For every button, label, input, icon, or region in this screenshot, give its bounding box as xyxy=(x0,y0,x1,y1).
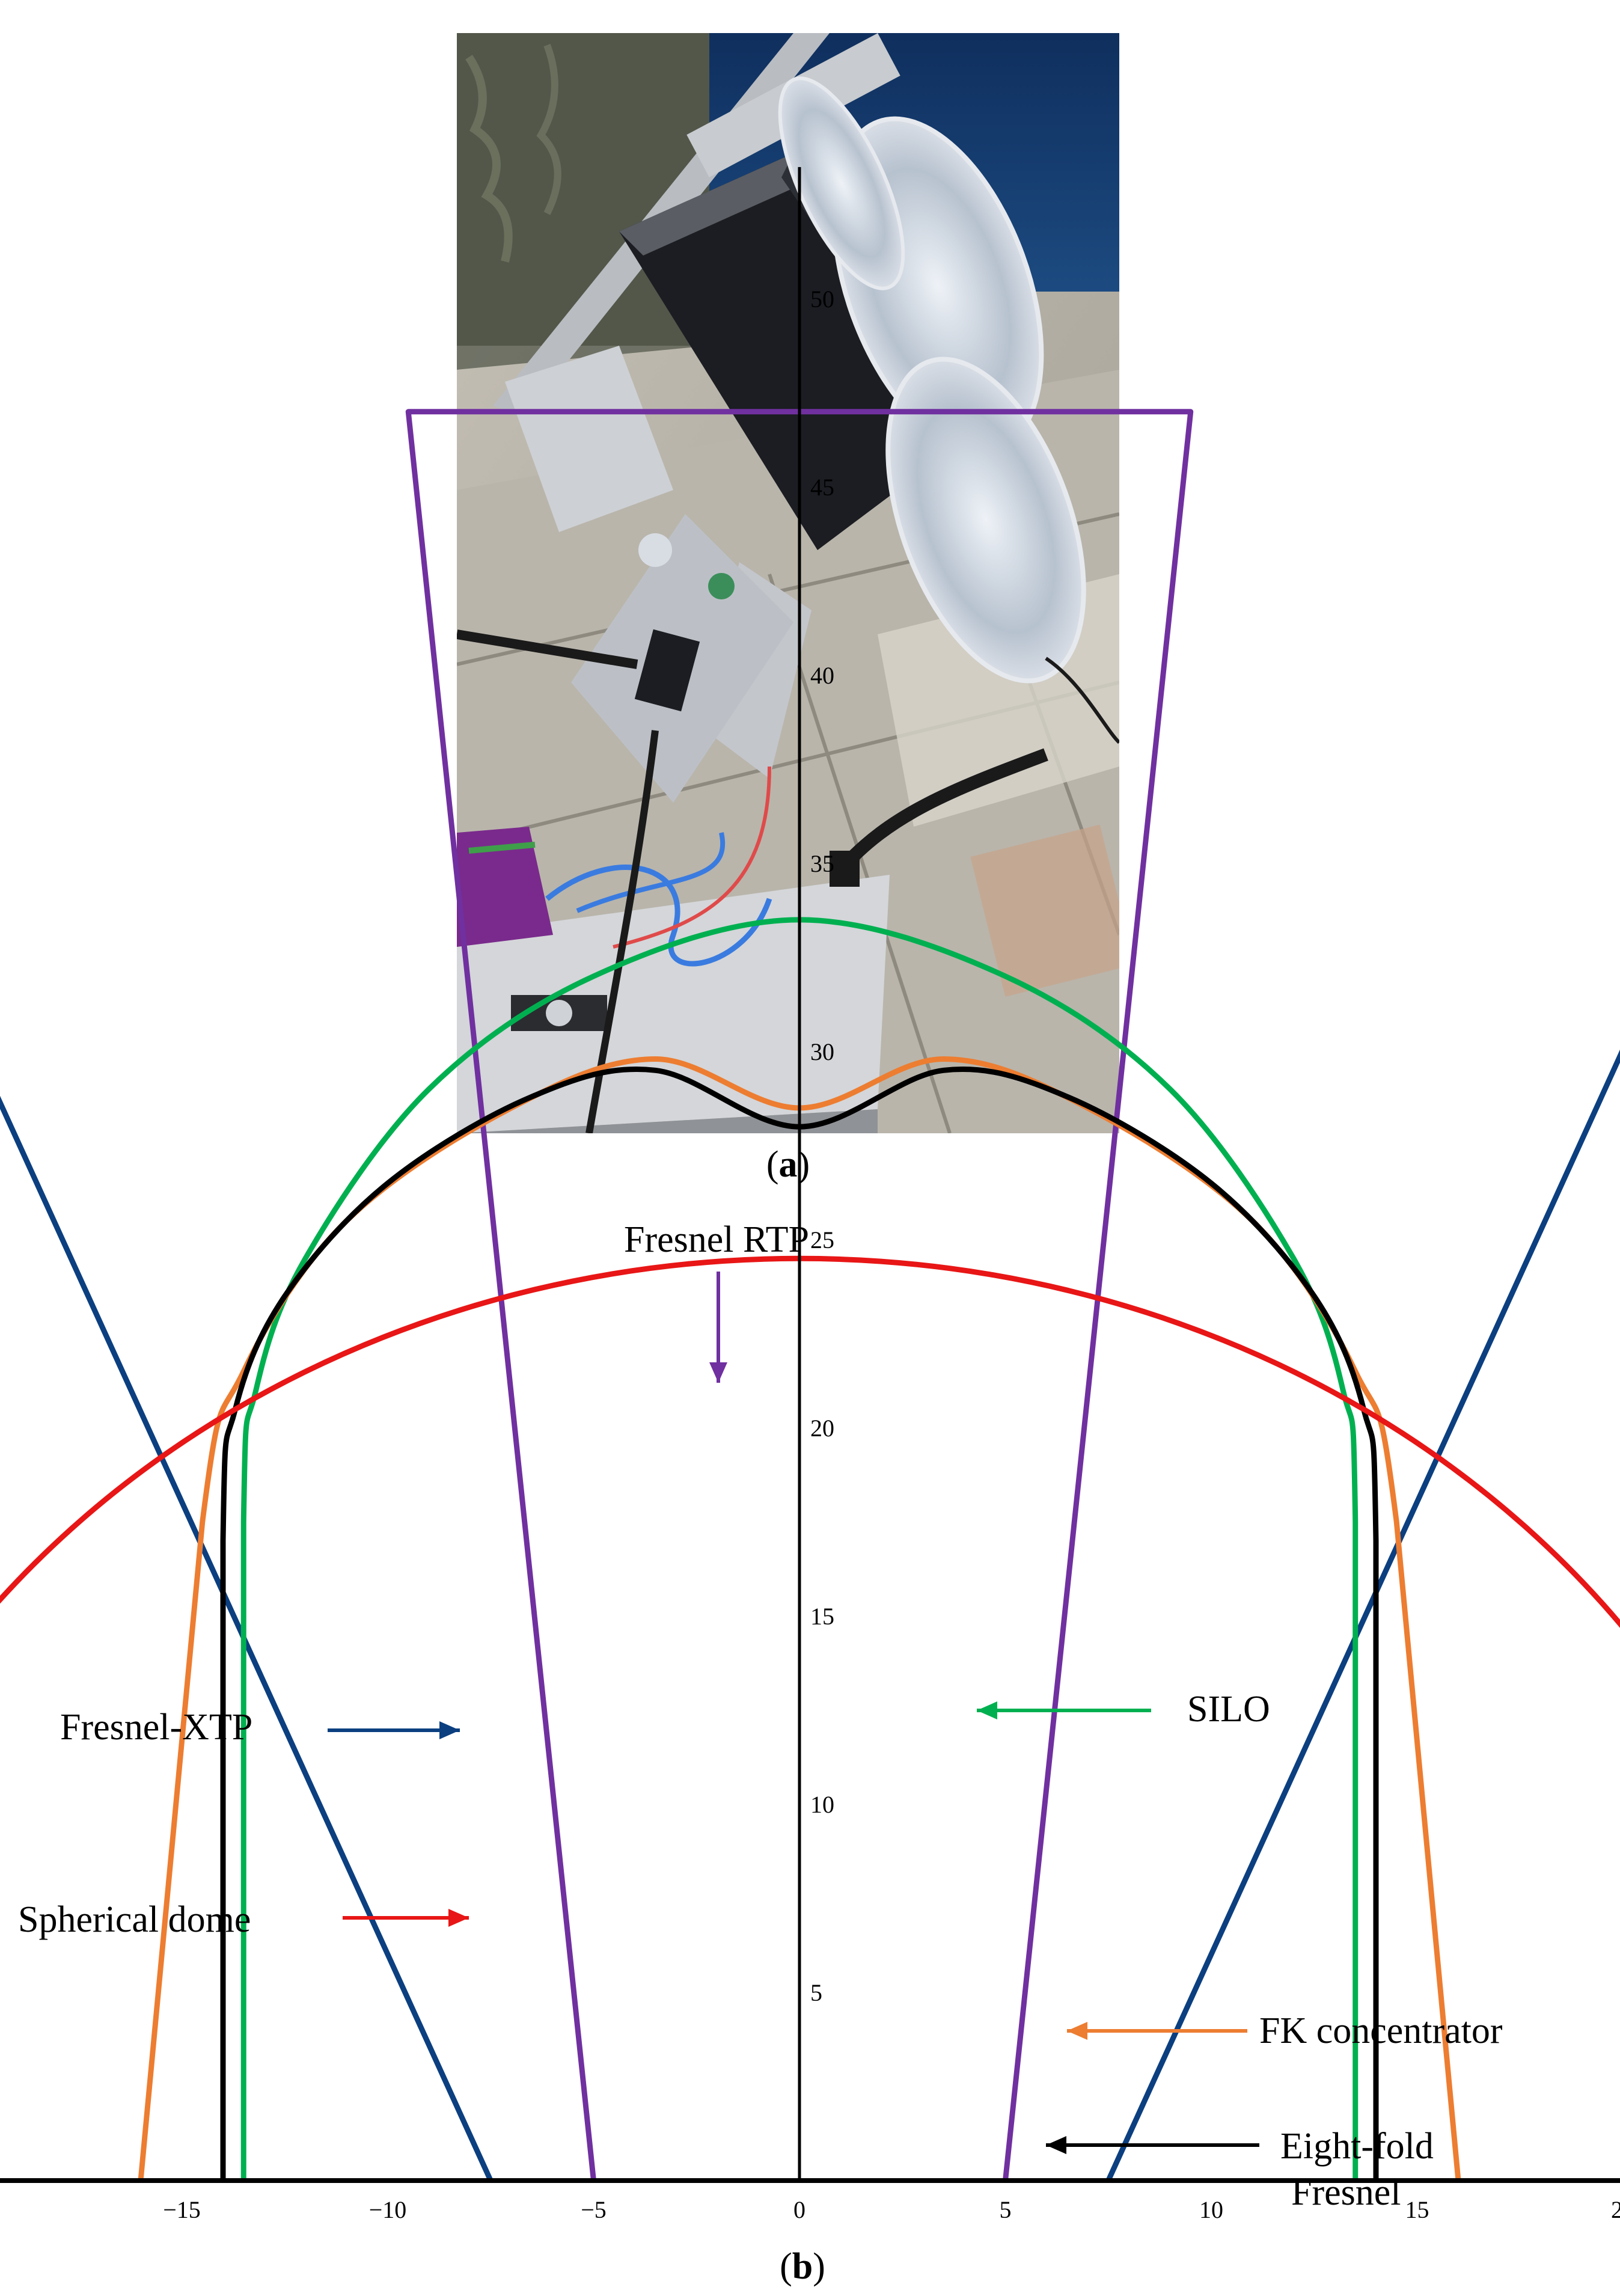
y-tick-label: 35 xyxy=(810,850,834,877)
y-tick-label: 20 xyxy=(810,1415,834,1442)
y-tick-label: 15 xyxy=(810,1603,834,1630)
x-tick-label: 15 xyxy=(1405,2196,1429,2223)
y-tick-label: 5 xyxy=(810,1979,822,2006)
concentrator-photo xyxy=(457,33,1119,1133)
x-tick-label: 5 xyxy=(1000,2196,1012,2223)
y-tick-label: 25 xyxy=(810,1226,834,1254)
y-tick-label: 45 xyxy=(810,474,834,501)
x-tick-label: −5 xyxy=(581,2196,607,2223)
annotation-fresnel-label: Fresnel xyxy=(1291,2172,1401,2213)
series-layer xyxy=(0,409,1620,2182)
annotation-silo-arrowhead xyxy=(977,1701,997,1719)
y-tick-label: 10 xyxy=(810,1791,834,1818)
series-fresnel-xtp-left xyxy=(0,1095,494,2182)
annotation-layer: Fresnel RTP Fresnel-XTP SILO Spherical dome… xyxy=(18,1219,1503,2213)
x-tick-label: 20 xyxy=(1611,2196,1620,2223)
y-tick-label: 30 xyxy=(810,1038,834,1065)
y-tick-label: 40 xyxy=(810,662,834,689)
axes-layer xyxy=(0,167,1620,2183)
y-tick-label: 50 xyxy=(810,286,834,313)
annotation-spherical-dome-arrowhead xyxy=(448,1909,469,1927)
annotation-fresnel-xtp-label: Fresnel-XTP xyxy=(60,1707,252,1748)
annotation-fresnel-rtp-label: Fresnel RTP xyxy=(624,1219,809,1260)
annotation-silo-label: SILO xyxy=(1187,1689,1270,1730)
x-tick-label: −15 xyxy=(163,2196,201,2223)
annotation-eight-fold-label: Eight-fold xyxy=(1280,2126,1434,2167)
x-tick-label: 10 xyxy=(1199,2196,1223,2223)
panel-b-caption: (b) xyxy=(780,2246,825,2287)
annotation-spherical-dome-label: Spherical dome xyxy=(18,1899,251,1940)
ticks-layer: −25−20−15−10−505101520255101520253035404… xyxy=(163,286,1620,2223)
annotation-fk-concentrator-arrowhead xyxy=(1067,2022,1087,2040)
series-fresnel-xtp-right xyxy=(1105,1049,1620,2182)
annotation-eight-fold-arrowhead xyxy=(1046,2136,1066,2154)
annotation-fk-concentrator-label: FK concentrator xyxy=(1259,2010,1503,2051)
x-tick-label: 0 xyxy=(793,2196,805,2223)
annotation-fresnel-rtp-arrowhead xyxy=(709,1362,727,1383)
annotation-fresnel-xtp-arrowhead xyxy=(439,1721,460,1739)
x-tick-label: −10 xyxy=(369,2196,407,2223)
